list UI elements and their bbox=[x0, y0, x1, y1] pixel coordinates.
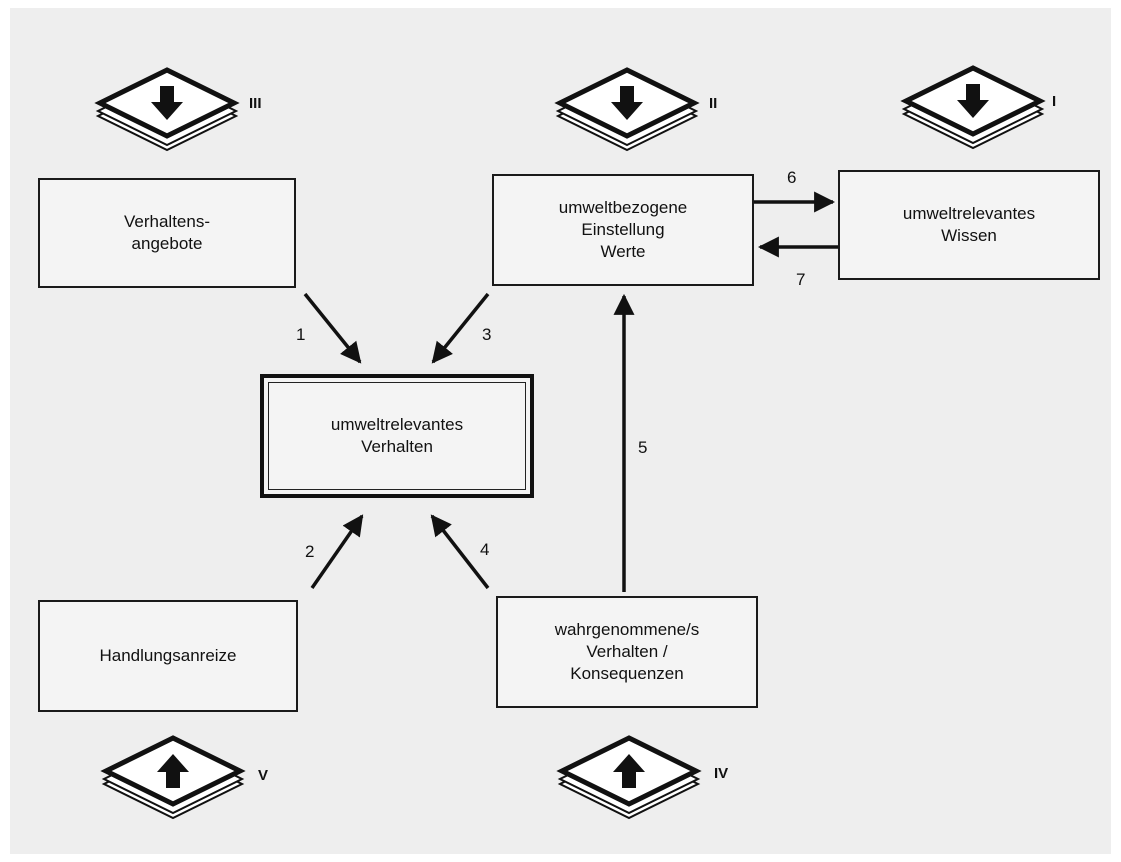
edge-3-label: 3 bbox=[482, 325, 492, 344]
intervention-iii-label: III bbox=[249, 95, 262, 112]
diagram-panel bbox=[10, 8, 1111, 854]
node-einstellung-label: umweltbezogene Einstellung Werte bbox=[558, 198, 688, 261]
up-arrow-diamond-icon bbox=[556, 735, 702, 820]
edge-4-arrow bbox=[430, 514, 490, 590]
node-verhaltensangebote-label: Verhaltens- angebote bbox=[124, 212, 210, 253]
intervention-iv-label: IV bbox=[714, 765, 729, 782]
edge-3-arrow bbox=[431, 292, 490, 364]
node-verhaltensangebote: Verhaltens- angebote bbox=[38, 178, 296, 288]
edge-6-label: 6 bbox=[787, 168, 797, 187]
node-handlungsanreize: Handlungsanreize bbox=[38, 600, 298, 712]
up-arrow-diamond-icon bbox=[100, 735, 246, 820]
edge-5-label: 5 bbox=[638, 438, 648, 457]
node-konsequenzen-label: wahrgenommene/s Verhalten / Konsequenzen bbox=[554, 620, 700, 683]
node-wissen: umweltrelevantes Wissen bbox=[838, 170, 1100, 280]
node-wissen-label: umweltrelevantes Wissen bbox=[902, 204, 1036, 245]
down-arrow-diamond-icon bbox=[94, 67, 240, 152]
edge-2-arrow bbox=[310, 514, 364, 589]
edge-4-label: 4 bbox=[480, 540, 490, 559]
edge-7-label: 7 bbox=[796, 270, 806, 289]
node-verhalten: umweltrelevantes Verhalten bbox=[260, 374, 534, 498]
edge-1-arrow bbox=[303, 292, 362, 364]
node-konsequenzen: wahrgenommene/s Verhalten / Konsequenzen bbox=[496, 596, 758, 708]
intervention-ii-label: II bbox=[709, 95, 718, 112]
intervention-v-label: V bbox=[258, 767, 269, 784]
node-handlungsanreize-label: Handlungsanreize bbox=[99, 646, 237, 665]
down-arrow-diamond-icon bbox=[554, 67, 700, 152]
node-verhalten-label: umweltrelevantes Verhalten bbox=[330, 415, 464, 456]
node-einstellung: umweltbezogene Einstellung Werte bbox=[492, 174, 754, 286]
down-arrow-diamond-icon bbox=[900, 65, 1046, 150]
edge-1-label: 1 bbox=[296, 325, 306, 344]
edge-2-label: 2 bbox=[305, 542, 315, 561]
intervention-i-label: I bbox=[1052, 93, 1057, 110]
